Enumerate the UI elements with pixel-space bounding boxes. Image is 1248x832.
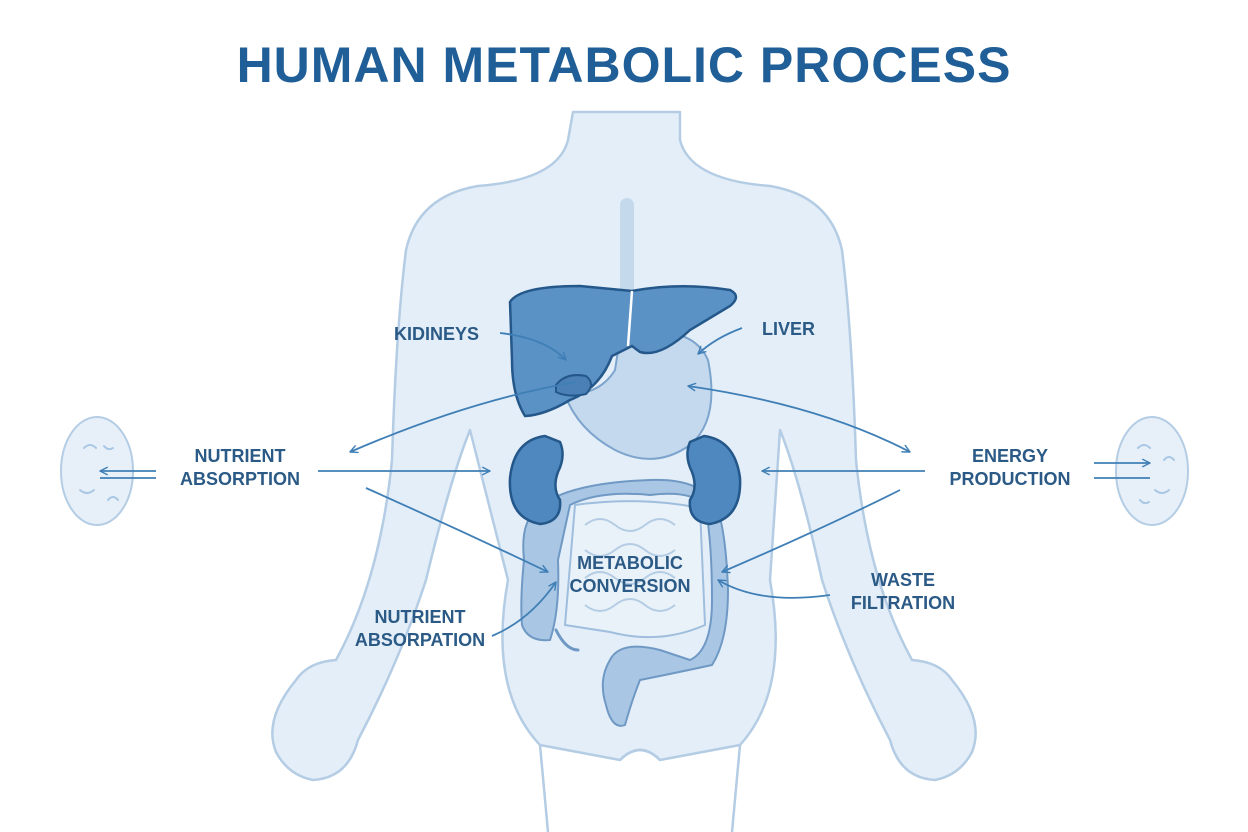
arrow-kidneys xyxy=(499,332,567,361)
label-metabolic-conversion: METABOLIC CONVERSION xyxy=(569,553,691,596)
label-liver: LIVER xyxy=(762,319,816,339)
label-nutrient-absorpation: NUTRIENT ABSORPATION xyxy=(354,607,486,650)
arrow-waste xyxy=(717,579,831,599)
small-intestine-coils xyxy=(584,518,676,612)
large-intestine xyxy=(520,478,730,727)
right-cell-icon xyxy=(1115,416,1189,526)
label-energy-production: ENERGY PRODUCTION xyxy=(949,446,1071,489)
label-waste-filtration: WASTE FILTRATION xyxy=(850,570,956,613)
arrow-nutrient-down xyxy=(365,487,549,573)
label-kidneys: KIDINEYS xyxy=(394,324,480,344)
arrow-liver xyxy=(697,327,743,355)
page-title: HUMAN METABOLIC PROCESS xyxy=(236,37,1012,93)
small-intestine xyxy=(563,500,707,639)
arrow-energy-up xyxy=(687,382,911,453)
label-nutrient-absorption: NUTRIENT ABSORPTION xyxy=(179,446,300,489)
arrow-energy-down xyxy=(721,489,901,574)
arrow-absorpation xyxy=(491,581,557,637)
legs-outline xyxy=(538,744,742,832)
gallbladder xyxy=(555,374,592,397)
flow-arrows xyxy=(99,327,1151,637)
arrow-nutrient-up xyxy=(349,381,577,454)
appendix xyxy=(554,628,580,652)
left-kidney xyxy=(508,434,564,526)
right-kidney xyxy=(686,434,742,526)
